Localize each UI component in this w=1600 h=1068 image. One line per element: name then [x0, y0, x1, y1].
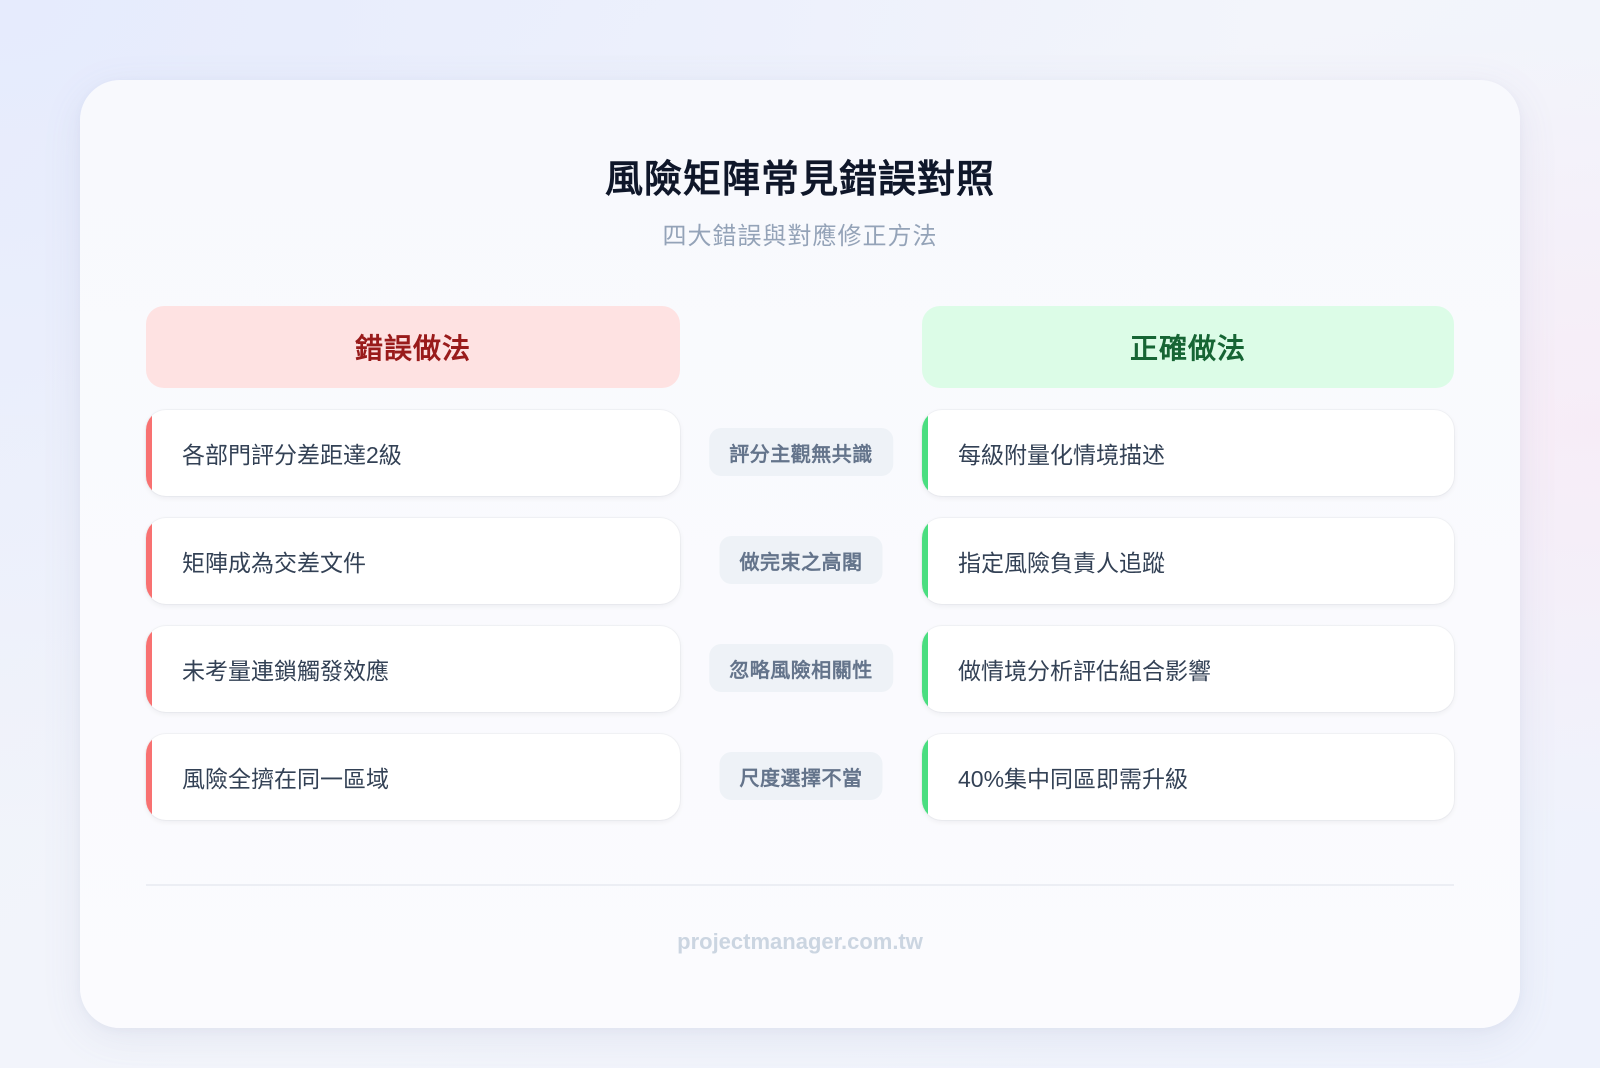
error-category-tag: 忽略風險相關性 [709, 644, 893, 692]
wrong-item: 各部門評分差距達2級 [146, 410, 680, 496]
page-subtitle: 四大錯誤與對應修正方法 [662, 223, 938, 250]
wrong-item-text: 未考量連鎖觸發效應 [182, 658, 389, 684]
right-item: 每級附量化情境描述 [922, 410, 1454, 496]
wrong-item: 風險全擠在同一區域 [146, 734, 680, 820]
source-credit: projectmanager.com.tw [677, 929, 923, 954]
page-title: 風險矩陣常見錯誤對照 [604, 159, 995, 201]
right-item-text: 指定風險負責人追蹤 [958, 550, 1165, 576]
wrong-item: 矩陣成為交差文件 [146, 518, 680, 604]
wrong-item: 未考量連鎖觸發效應 [146, 626, 680, 712]
error-category-tag: 尺度選擇不當 [719, 752, 883, 800]
footer-divider [146, 884, 1454, 886]
right-item: 40%集中同區即需升級 [922, 734, 1454, 820]
right-item-text: 每級附量化情境描述 [958, 442, 1165, 468]
right-item: 指定風險負責人追蹤 [922, 518, 1454, 604]
error-category-tag: 做完束之高閣 [719, 536, 883, 584]
right-item-text: 做情境分析評估組合影響 [958, 658, 1211, 684]
right-item-text: 40%集中同區即需升級 [958, 766, 1189, 792]
error-category-tag: 評分主觀無共識 [709, 428, 893, 476]
wrong-item-text: 風險全擠在同一區域 [182, 766, 389, 792]
wrong-item-text: 各部門評分差距達2級 [182, 442, 402, 468]
wrong-column-header: 錯誤做法 [146, 306, 680, 388]
right-item: 做情境分析評估組合影響 [922, 626, 1454, 712]
right-column-header: 正確做法 [922, 306, 1454, 388]
wrong-item-text: 矩陣成為交差文件 [182, 550, 366, 576]
